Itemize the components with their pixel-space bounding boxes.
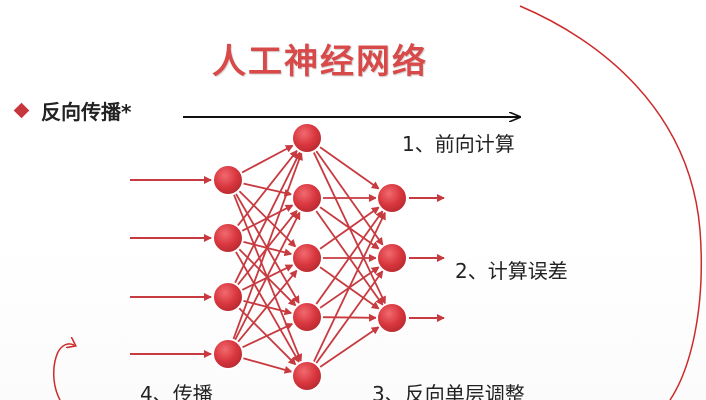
neuron-node [376, 182, 408, 214]
neuron-node [291, 122, 323, 154]
step-forward-label: 1、前向计算 [402, 132, 515, 156]
network-edges [232, 144, 386, 374]
connection-edge [318, 326, 380, 369]
connection-edge [233, 211, 301, 342]
neuron-node [291, 360, 323, 392]
connection-edge [314, 210, 384, 306]
connection-edge [312, 211, 386, 363]
neuron-node [291, 242, 323, 274]
connection-edge [240, 144, 294, 174]
slide-title: 人工神经网络 [212, 42, 428, 82]
neuron-node [212, 281, 244, 313]
neuron-node [291, 301, 323, 333]
annotation-curve-left [53, 344, 74, 400]
neuron-node [376, 242, 408, 274]
step-propagate-label: 4、传播 [140, 382, 213, 400]
step-adjust-label: 3、反向单层调整 [372, 382, 525, 400]
neuron-node [212, 338, 244, 370]
io-arrows [130, 176, 445, 358]
neuron-node [212, 222, 244, 254]
connection-edge [236, 149, 298, 227]
bullet-text: 反向传播* [41, 100, 132, 124]
step-error-label: 2、计算误差 [455, 259, 568, 283]
connection-edge [242, 357, 293, 374]
connection-edge [236, 269, 298, 343]
connection-edge [318, 206, 380, 251]
neuron-node [291, 182, 323, 214]
bullet-item: 反向传播* [13, 96, 132, 125]
neuron-node [212, 164, 244, 196]
neuron-node [376, 302, 408, 334]
annotation-curve [519, 5, 703, 400]
connection-edge [233, 151, 301, 284]
connection-edge [232, 152, 303, 341]
connection-edge [315, 270, 384, 365]
connection-edge [241, 322, 294, 349]
connection-edge [318, 145, 380, 190]
network-nodes [212, 122, 408, 392]
